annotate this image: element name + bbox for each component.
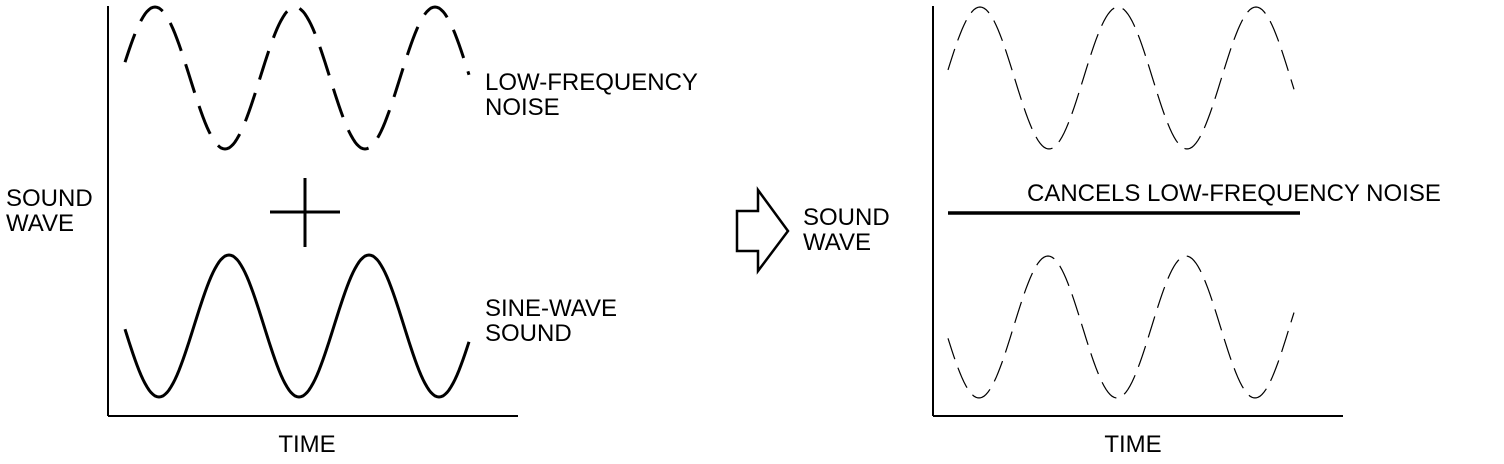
right-top-wave: [947, 6, 1295, 150]
cancels-noise-label: CANCELS LOW-FREQUENCY NOISE: [1027, 180, 1441, 207]
sine-wave-sound-label-line1: SINE-WAVE: [485, 295, 617, 322]
left-y-axis-label-line2: WAVE: [6, 210, 74, 237]
low-frequency-noise-label-line1: LOW-FREQUENCY: [485, 69, 698, 96]
right-arrow-icon: [735, 186, 790, 275]
low-frequency-noise-label: LOW-FREQUENCY NOISE: [485, 69, 704, 121]
left-panel: SOUND WAVE LOW-FREQUENCY NOISE SINE-WAVE…: [6, 5, 704, 458]
sine-wave-sound-label-line2: SOUND: [485, 320, 572, 347]
right-x-axis-label: TIME: [1104, 431, 1161, 458]
sine-wave-sound-label: SINE-WAVE SOUND: [485, 295, 624, 347]
right-bottom-wave: [947, 255, 1295, 399]
left-y-axis-label: SOUND WAVE: [6, 185, 99, 237]
low-frequency-noise-wave: [123, 5, 471, 151]
right-panel: CANCELS LOW-FREQUENCY NOISE TIME: [932, 6, 1441, 458]
result-sound-wave-label-line1: SOUND: [803, 204, 890, 231]
left-y-axis-label-line1: SOUND: [6, 185, 93, 212]
low-frequency-noise-label-line2: NOISE: [485, 94, 560, 121]
result-sound-wave-label-line2: WAVE: [803, 229, 871, 256]
result-sound-wave-label: SOUND WAVE: [803, 204, 896, 256]
sine-wave-sound-wave: [123, 253, 471, 399]
middle-section: SOUND WAVE: [735, 186, 896, 275]
plus-sign-icon: [270, 178, 340, 247]
left-x-axis-label: TIME: [278, 431, 335, 458]
